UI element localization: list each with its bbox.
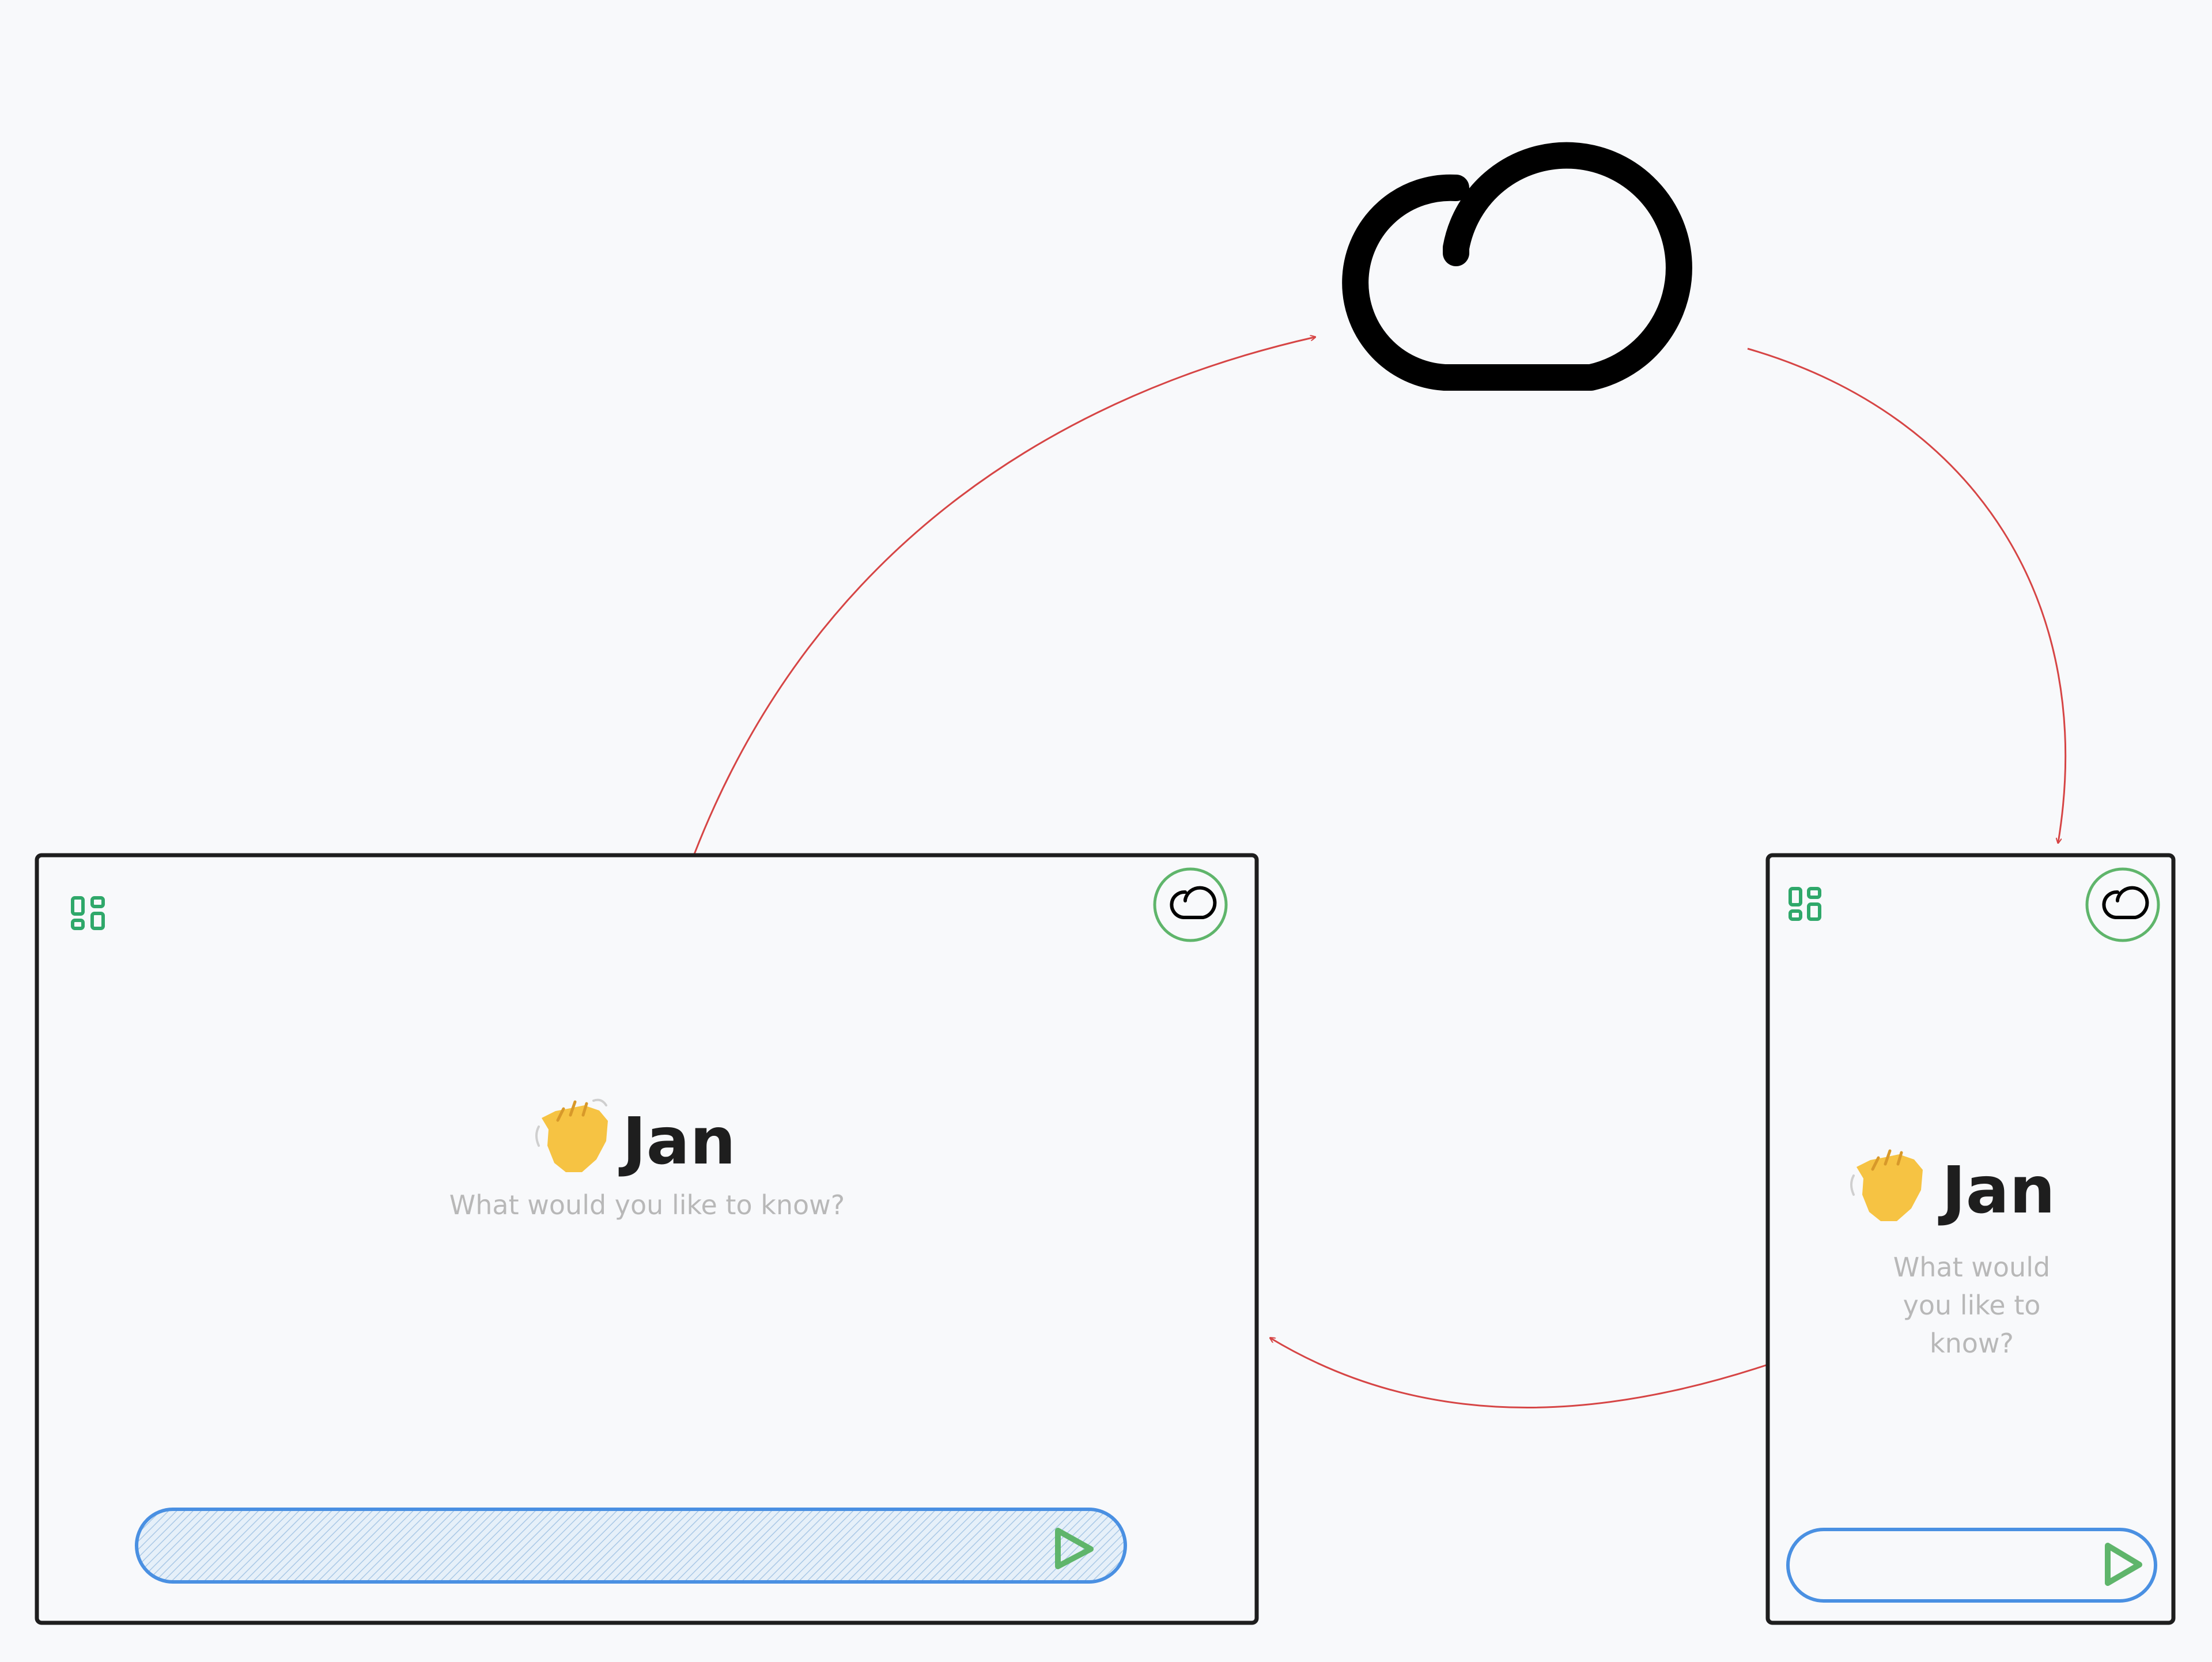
apps-grid-icon[interactable] (71, 896, 105, 930)
chat-input[interactable] (1786, 1528, 2157, 1603)
mobile-window: Jan What would you like to know? (1765, 853, 2176, 1625)
app-title: Jan (1938, 1153, 2055, 1228)
arrow-mobile-to-desktop (1271, 1338, 1768, 1408)
desktop-window: Jan What would you like to know? (35, 853, 1259, 1625)
welcome-subtitle-line-1: What would (1893, 1252, 2050, 1283)
cloud-icon (1342, 142, 1692, 391)
welcome-subtitle-line-2: you like to (1903, 1290, 2041, 1321)
cloud-sync-button[interactable] (1153, 867, 1228, 942)
send-icon[interactable] (2105, 1543, 2142, 1586)
cloud-icon (1170, 886, 1217, 919)
cloud-sync-button[interactable] (2085, 867, 2160, 942)
cloud-icon (2102, 886, 2149, 919)
waving-hand-icon (1850, 1149, 1923, 1221)
chat-input[interactable] (135, 1508, 1127, 1584)
waving-hand-icon (535, 1098, 608, 1172)
welcome-subtitle: What would you like to know? (449, 1189, 845, 1221)
app-title: Jan (618, 1104, 736, 1179)
apps-grid-icon[interactable] (1788, 887, 1821, 921)
welcome-subtitle-line-3: know? (1930, 1328, 2014, 1359)
sync-arrows (693, 337, 2067, 1408)
arrow-desktop-to-cloud (693, 337, 1315, 855)
send-icon[interactable] (1055, 1528, 1094, 1569)
arrow-cloud-to-mobile (1747, 347, 2067, 843)
